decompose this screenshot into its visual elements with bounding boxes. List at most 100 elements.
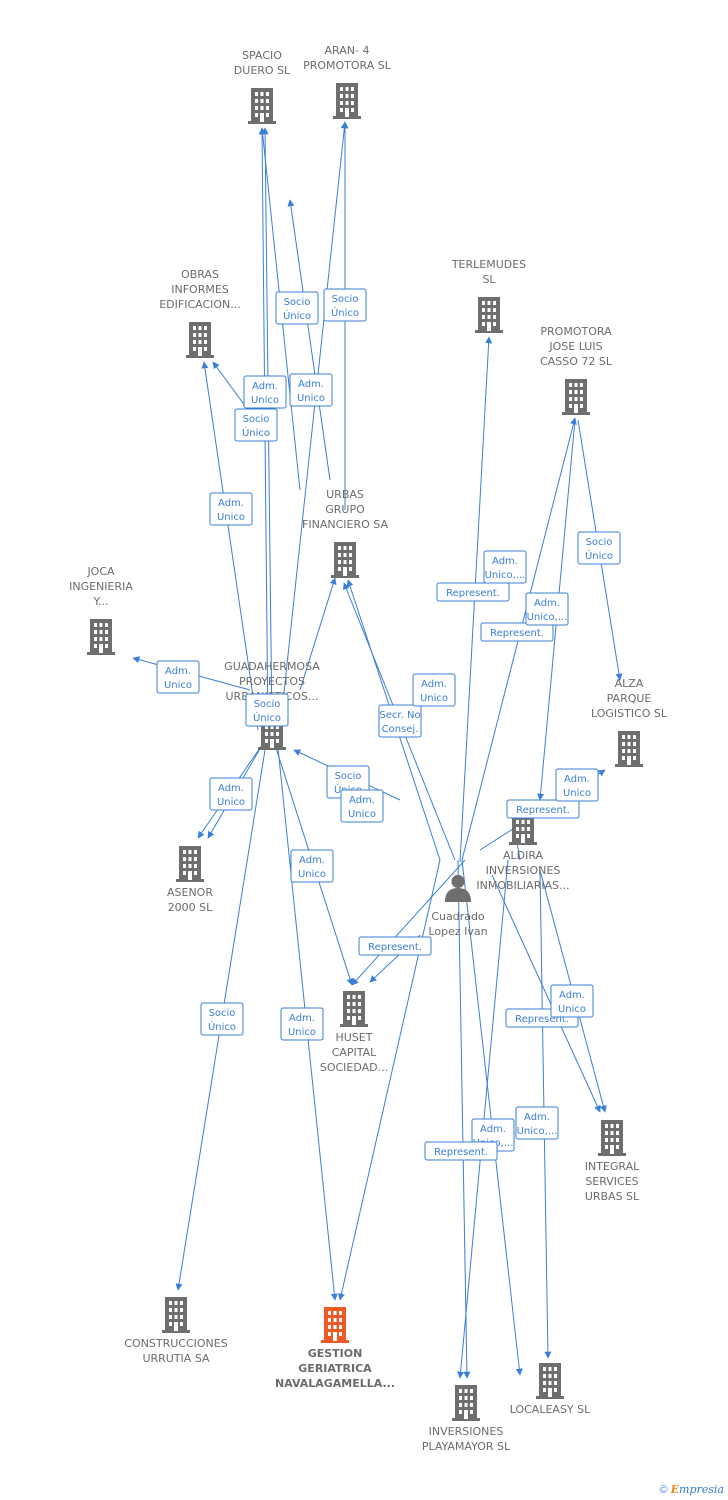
node-obras[interactable]: OBRASINFORMESEDIFICACION... [159, 268, 241, 358]
edge-role-label[interactable]: Represent. [506, 799, 580, 819]
edge-role-label[interactable]: Adm.Unico [156, 660, 200, 694]
edge-label-box [209, 777, 253, 811]
edge-label-text: Unico [217, 512, 245, 523]
edge-role-label[interactable]: Adm.Unico,... [483, 550, 527, 584]
node-label-line: URBAS [326, 488, 364, 501]
node-aldira[interactable]: ALDIRAINVERSIONESINMOBILIARIAS... [476, 809, 570, 892]
building-icon [452, 1385, 480, 1421]
node-label-line: TERLEMUDES [451, 258, 526, 271]
node-localeasy[interactable]: LOCALEASY SL [510, 1363, 591, 1416]
node-label-line: ARAN- 4 [325, 44, 370, 57]
node-label-line: INGENIERIA [69, 580, 133, 593]
node-label-line: Y... [93, 595, 109, 608]
empresia-logo[interactable]: Empresia [670, 1483, 724, 1496]
edge-role-label[interactable]: Adm.Unico [550, 984, 594, 1018]
node-label-line: LOGISTICO SL [591, 707, 668, 720]
node-label-line: ALZA [615, 677, 644, 690]
node-label-line: CASSO 72 SL [540, 355, 613, 368]
building-icon [331, 542, 359, 578]
edge-label-text: Adm. [218, 783, 244, 794]
relation-edge [461, 859, 523, 1376]
edge-role-label[interactable]: Adm.Unico,... [515, 1106, 559, 1140]
edge-label-text: Unico,... [527, 612, 568, 623]
edge-label-text: Socio [254, 699, 281, 710]
node-label-line: GESTION [308, 1347, 363, 1360]
edge-role-label[interactable]: Represent. [436, 582, 510, 602]
node-label-line: DUERO SL [234, 64, 291, 77]
edge-role-label[interactable]: Adm. Unico [412, 673, 456, 707]
edge-label-text: Socio [332, 294, 359, 305]
edge-role-label[interactable]: Adm.Unico [280, 1007, 324, 1041]
edge-label-text: Unico [420, 693, 448, 704]
node-label-line: URRUTIA SA [142, 1352, 210, 1365]
edge-label-text: Secr. No [379, 710, 420, 721]
edge-role-label[interactable]: Adm.Unico [243, 375, 287, 409]
node-gestion[interactable]: GESTIONGERIATRICANAVALAGAMELLA... [275, 1307, 395, 1390]
node-label-line: ASENOR [167, 886, 213, 899]
edge-role-label[interactable]: Adm. Unico,... [525, 592, 569, 626]
edge-label-box [550, 984, 594, 1018]
edge-role-label[interactable]: Adm.Unico [290, 849, 334, 883]
building-icon [162, 1297, 190, 1333]
edge-role-label[interactable]: Secr. No Consej. [378, 704, 422, 738]
building-icon [333, 83, 361, 119]
edge-label-text: Socio [335, 771, 362, 782]
node-joca[interactable]: JOCA INGENIERIA Y... [69, 565, 133, 655]
edge-label-text: Unico [251, 395, 279, 406]
edge-label-text: Adm. [421, 679, 447, 690]
edge-role-label[interactable]: Represent. [424, 1141, 498, 1161]
edge-label-text: Unico [298, 869, 326, 880]
building-icon [598, 1120, 626, 1156]
building-icon [562, 379, 590, 415]
edge-label-text: Unico [558, 1004, 586, 1015]
building-icon [615, 731, 643, 767]
node-label-line: OBRAS [181, 268, 219, 281]
edge-role-label[interactable]: Adm.Unico [340, 789, 384, 823]
edge-label-box [358, 936, 432, 956]
relation-edge [201, 361, 259, 731]
edge-label-box [289, 373, 333, 407]
edge-role-label[interactable]: Adm.Unico [209, 777, 253, 811]
edge-label-box [234, 408, 278, 442]
edge-label-box [483, 550, 527, 584]
edge-role-label[interactable]: Adm.Unico [555, 768, 599, 802]
node-label-line: Cuadrado [431, 910, 485, 923]
edge-role-label[interactable]: Represent. [358, 936, 432, 956]
edge-label-box [577, 531, 621, 565]
node-guadahermosa[interactable]: GUADAHERMOSAPROYECTOSURBANISTICOS... [224, 660, 320, 750]
relation-edge [337, 859, 441, 1301]
edge-label-box [323, 288, 367, 322]
node-huset[interactable]: HUSETCAPITALSOCIEDAD... [320, 991, 388, 1074]
node-label-line: PROYECTOS [239, 675, 305, 688]
node-label-line: HUSET [336, 1031, 373, 1044]
node-label-line: JOCA [86, 565, 115, 578]
edge-role-label[interactable]: Represent. [480, 622, 554, 642]
edge-label-text: Consej. [382, 724, 419, 735]
edge-label-text: Adm. [480, 1124, 506, 1135]
relation-edge [287, 199, 331, 481]
node-label-line: INTEGRAL [585, 1160, 640, 1173]
building-icon [536, 1363, 564, 1399]
edge-label-text: Adm. [534, 598, 560, 609]
building-icon [176, 846, 204, 882]
edge-role-label[interactable]: Adm.Unico [289, 373, 333, 407]
node-label-line: INFORMES [171, 283, 229, 296]
edge-role-label[interactable]: Adm.Unico [209, 492, 253, 526]
